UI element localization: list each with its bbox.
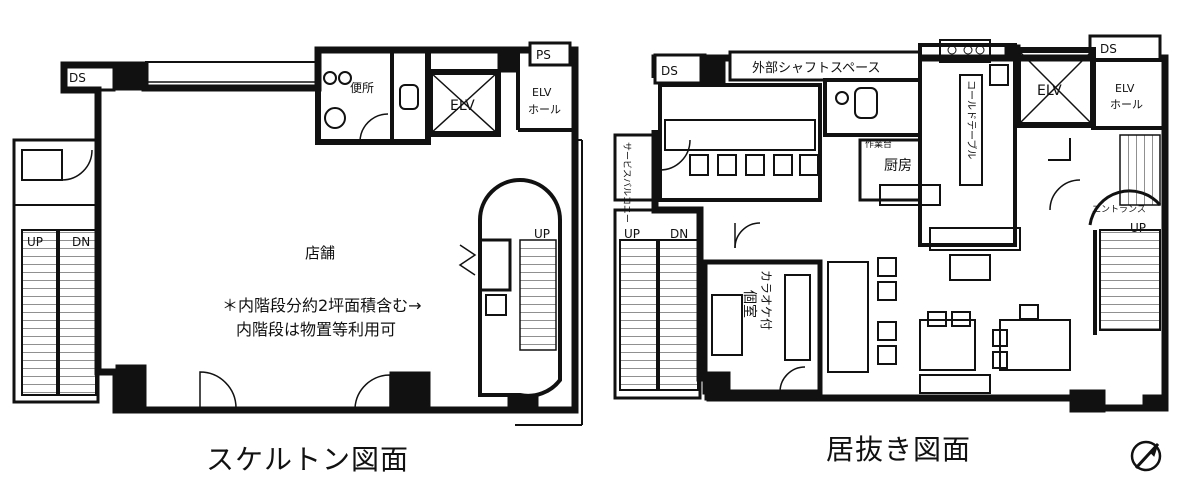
stair-down-label: DN (72, 235, 90, 249)
stair-down-label: DN (670, 227, 688, 241)
cold-table-label: コールドテーブル (965, 80, 978, 159)
compass-icon (1130, 440, 1162, 472)
private-room-label: 個室 (741, 290, 758, 318)
stair-up-label: UP (624, 227, 640, 241)
stair-up-label: UP (1130, 221, 1146, 235)
karaoke-label: カラオケ付 (759, 270, 773, 330)
note-line-1: ＊内階段分約2坪面積含む→ (222, 296, 422, 315)
kitchen-label: 厨房 (884, 158, 912, 174)
skeleton-plan (12, 41, 583, 426)
furnished-plan (613, 34, 1169, 413)
toilet-label: 便所 (350, 81, 374, 95)
entrance-label: エントランス (1092, 204, 1146, 215)
elv-label: ELV (450, 98, 475, 114)
service-balcony-label: サービスバルコニー (621, 142, 632, 223)
note-line-2: 内階段は物置等利用可 (236, 320, 396, 339)
ds-label: DS (69, 71, 86, 85)
skeleton-plan-caption: スケルトン図面 (206, 443, 410, 476)
ps-label: PS (536, 48, 551, 62)
work-table-label: 作業台 (865, 138, 892, 150)
elv-label: ELV (1037, 83, 1062, 99)
shaft-space-label: 外部シャフトスペース (752, 61, 880, 76)
stair-up-label: UP (27, 235, 43, 249)
stair-up-label: UP (534, 227, 550, 241)
ds-label: DS (1100, 42, 1117, 56)
elv-hall-label: ELV (1115, 82, 1135, 95)
ds-label: DS (661, 64, 678, 78)
elv-hall-label: ホール (528, 103, 561, 116)
store-label: 店舗 (305, 244, 335, 262)
elv-hall-label: ELV (532, 86, 552, 99)
elv-hall-label: ホール (1110, 98, 1143, 111)
furnished-plan-caption: 居抜き図面 (826, 433, 972, 466)
